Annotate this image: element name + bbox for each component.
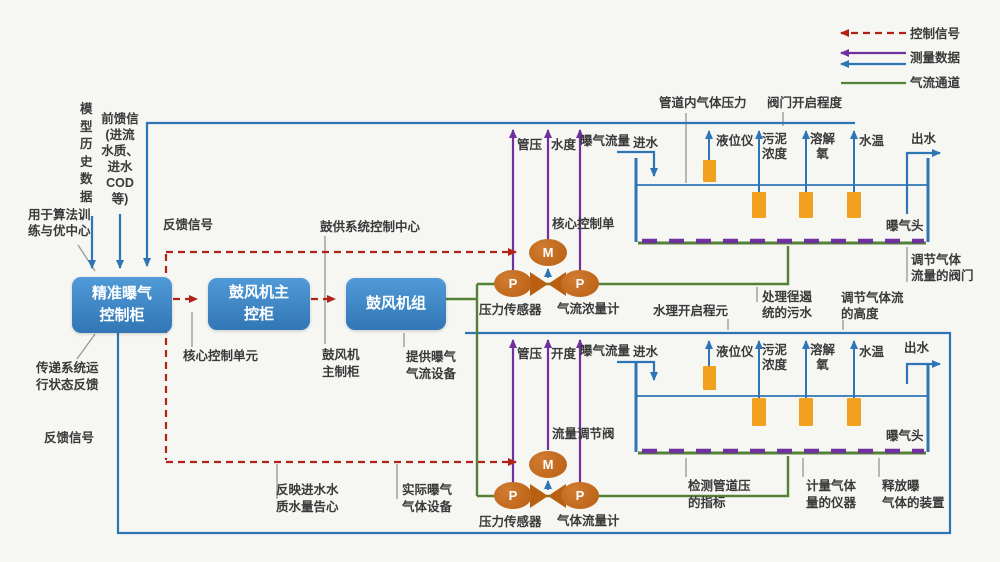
level-meter-label-bottom: 液位仪 — [716, 345, 754, 359]
core-control-unit-note: 核心控制单元 — [183, 349, 259, 363]
motor-valve-m1: M — [529, 239, 567, 266]
pressure-sensor-label-bottom: 压力传感器 — [479, 515, 542, 529]
blower-main-cabinet: 鼓风机主 控柜 — [208, 278, 310, 330]
temp-probe-top — [847, 192, 861, 218]
pressure-sensor-label-top: 压力传感器 — [479, 303, 542, 317]
treat-sewage-note: 处理徎遏 统的污水 — [762, 290, 813, 320]
core-control-note-top: 核心控制单 — [552, 217, 615, 231]
tag-water-level-top: 水度 — [551, 138, 577, 152]
tank-bottom-inlet-label: 进水 — [633, 345, 659, 359]
leader-lines — [76, 112, 908, 499]
level-probe-top — [703, 160, 716, 182]
tank-top-outlet-label: 出水 — [911, 132, 937, 146]
legend-measurement-data-label: 测量数据 — [910, 51, 961, 65]
model-history-label: 模 型 历 史 数 据 — [80, 102, 93, 204]
tank-bottom-outlet-arrow — [905, 360, 941, 384]
tag-pipe-pressure-top: 管压 — [517, 138, 543, 152]
sludge-probe-bottom — [752, 398, 766, 426]
influent-quality-note: 反映进水水 质水量告心 — [276, 483, 339, 514]
feedback-signal-top-label: 反馈信号 — [163, 218, 214, 232]
temp-probe-bottom — [847, 398, 861, 426]
tank-top-inlet-arrow — [617, 150, 658, 177]
feedforward-label: 前馈信 (进流 水质、 进水 COD 等) — [101, 112, 139, 206]
feedback-signal-bottom-label: 反馈信号 — [44, 431, 95, 445]
pressure-indicator-p1: P — [494, 270, 532, 297]
tank-water-lines — [636, 184, 928, 397]
dissolved-oxygen-label-bottom: 溶解 氧 — [810, 343, 836, 372]
pressure-indicator-p3: P — [494, 482, 532, 509]
blower-main-cabinet-note: 鼓风机 主制柜 — [322, 348, 360, 379]
tag-opening-bottom: 开度 — [551, 347, 577, 361]
flow-control-valve-note: 流量调节阀 — [552, 427, 615, 441]
blower-system-center-note: 鼓供系统控制中心 — [320, 220, 421, 234]
tank-walls — [634, 158, 930, 452]
valve-opening-note-bottom: 水理开启程元 — [653, 304, 729, 318]
legend-control-signal-label: 控制信号 — [910, 27, 961, 41]
flow-indicator-p4: P — [561, 482, 599, 509]
tank-bottom-inlet-arrow — [617, 360, 658, 381]
tag-pipe-pressure-bottom: 管压 — [517, 347, 543, 361]
tag-aeration-flow-top: 曝气流量 — [580, 134, 631, 148]
motor-valve-m2: M — [529, 451, 567, 478]
sludge-label-top: 污泥 浓度 — [762, 132, 788, 161]
sludge-label-bottom: 污泥 浓度 — [762, 343, 788, 372]
water-temp-label-top: 水温 — [859, 134, 885, 148]
level-meter-label-top: 液位仪 — [716, 134, 754, 148]
valve-bowtie-icon — [530, 272, 548, 296]
precise-aeration-cabinet: 精准曝气 控制柜 — [72, 277, 172, 333]
tank-bottom-outlet-label: 出水 — [904, 341, 930, 355]
sludge-probe-top — [752, 192, 766, 218]
blower-unit-box: 鼓风机组 — [346, 278, 446, 330]
aeration-diffusers-purple — [642, 238, 924, 454]
dissolved-oxygen-label-top: 溶解 氧 — [810, 132, 836, 161]
actual-equipment-note: 实际曝气 气体设备 — [402, 483, 453, 514]
legend-airflow-channel-label: 气流通道 — [910, 76, 961, 90]
aerator-label-top: 曝气头 — [886, 219, 924, 233]
flow-indicator-p2: P — [561, 270, 599, 297]
tank-top-outlet-arrow — [905, 149, 941, 214]
feedback-border — [116, 331, 952, 535]
valve-opening-note-top: 阀门开启程度 — [767, 96, 843, 110]
measurement-line-top — [143, 121, 855, 267]
water-temp-label-bottom: 水温 — [859, 345, 885, 359]
airflow-pipes — [446, 246, 790, 498]
tag-aeration-flow-bottom: 曝气流量 — [580, 344, 631, 358]
oxygen-probe-top — [799, 192, 813, 218]
release-device-note: 释放曝 气体的装置 — [882, 479, 945, 510]
system-status-note: 传递系统运 行状态反馈 — [36, 361, 99, 392]
oxygen-probe-bottom — [799, 398, 813, 426]
gas-flow-meter-label-bottom: 气体流量计 — [557, 514, 620, 528]
algorithm-training-note: 用于算法训 练与优中心 — [28, 208, 91, 238]
pipe-gas-pressure-note: 管道内气体压力 — [659, 96, 747, 110]
provide-aeration-note: 提供曝气 气流设备 — [406, 350, 457, 381]
aerator-label-bottom: 曝气头 — [886, 429, 924, 443]
valve-bowtie-icon — [530, 484, 548, 508]
meter-gas-note: 计量气体 量的仪器 — [806, 479, 857, 510]
gas-height-note: 调节气体流 的高度 — [841, 291, 904, 321]
detect-pressure-note: 检测管道压 的指标 — [688, 479, 751, 510]
level-probe-bottom — [703, 366, 716, 390]
adjust-valve-note: 调节气体 流量的阀门 — [911, 253, 974, 283]
gas-flow-meter-label-top: 气流浓量计 — [557, 302, 620, 316]
tank-top-inlet-label: 进水 — [633, 136, 659, 150]
